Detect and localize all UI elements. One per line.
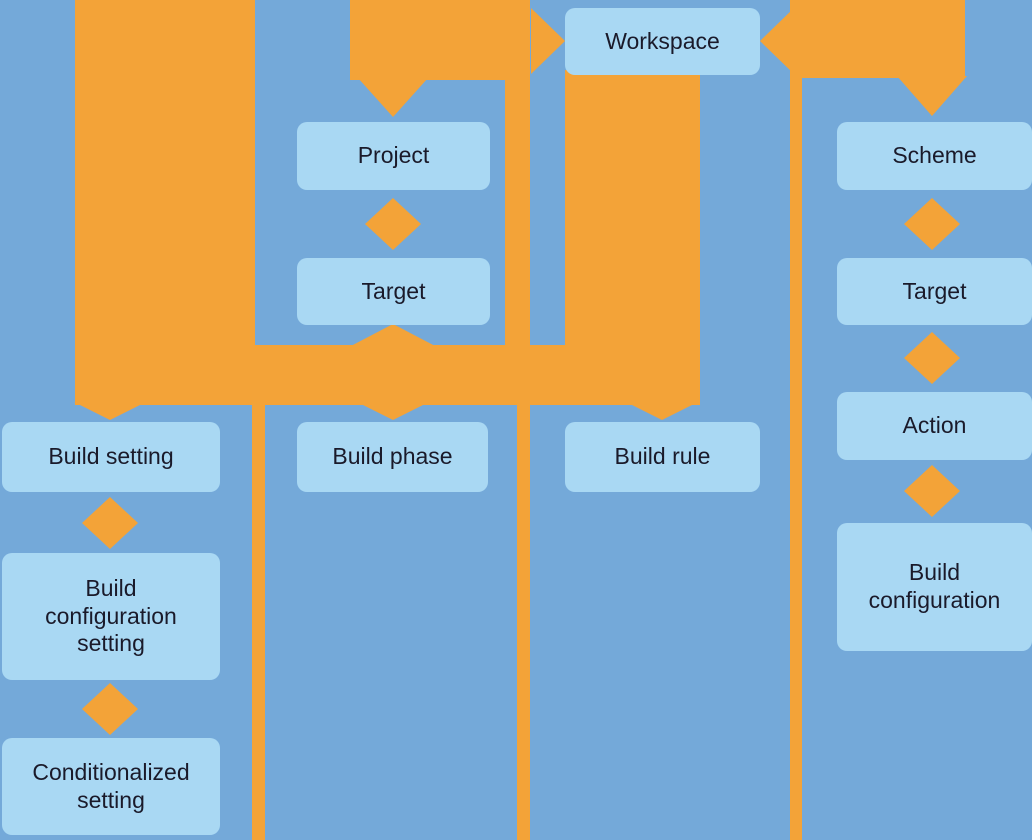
node-conditionalized-setting: Conditionalized setting <box>2 738 220 835</box>
arrow-into-scheme-icon <box>897 76 967 116</box>
arrow-into-workspace-right-icon <box>760 8 794 74</box>
node-target-left: Target <box>297 258 490 325</box>
connector-left-column <box>75 0 255 405</box>
diamond-scheme-target-icon <box>904 198 960 250</box>
connector-mid-stripe-upper <box>505 70 530 350</box>
diamond-target-action-icon <box>904 332 960 384</box>
node-scheme: Scheme <box>837 122 1032 190</box>
arrow-into-build-rule-icon <box>626 402 698 420</box>
arrow-into-project-icon <box>358 78 428 117</box>
connector-workspace-block <box>565 70 700 350</box>
connector-top-middle <box>350 0 530 80</box>
connector-stripe-right <box>790 60 802 840</box>
node-build-phase: Build phase <box>297 422 488 492</box>
arrow-up-into-target-icon <box>349 324 437 347</box>
connector-stripe-left <box>252 400 265 840</box>
diamond-bcs-conditionalized-icon <box>82 683 138 735</box>
diamond-project-target-icon <box>365 198 421 250</box>
node-build-configuration: Build configuration <box>837 523 1032 651</box>
orange-connectors <box>74 0 967 840</box>
connector-stripe-middle <box>517 400 530 840</box>
arrow-into-build-phase-icon <box>357 402 429 420</box>
arrow-into-build-setting-icon <box>74 402 146 420</box>
diamond-action-buildconfig-icon <box>904 465 960 517</box>
node-workspace: Workspace <box>565 8 760 75</box>
node-build-setting: Build setting <box>2 422 220 492</box>
diamond-buildsetting-bcs-icon <box>82 497 138 549</box>
connector-fan-band <box>75 345 700 405</box>
node-build-configuration-setting: Build configuration setting <box>2 553 220 680</box>
connector-top-right <box>790 0 965 78</box>
node-project: Project <box>297 122 490 190</box>
node-build-rule: Build rule <box>565 422 760 492</box>
node-action: Action <box>837 392 1032 460</box>
node-target-right: Target <box>837 258 1032 325</box>
arrow-into-workspace-left-icon <box>531 8 565 74</box>
